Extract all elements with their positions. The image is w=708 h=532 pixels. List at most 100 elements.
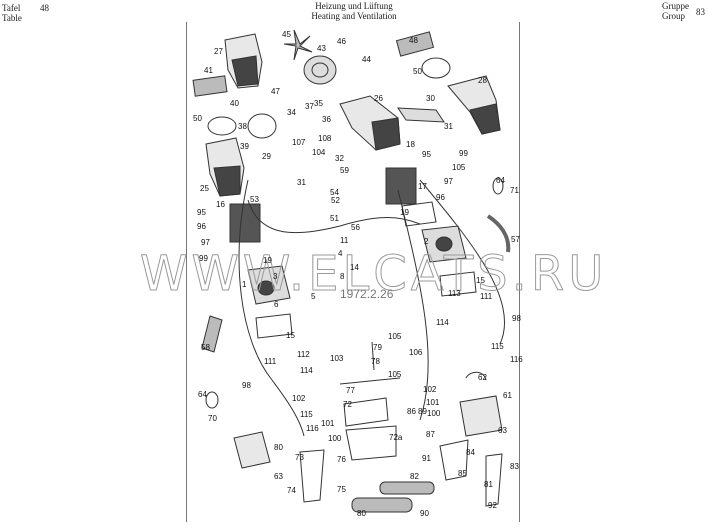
part-number-label: 19: [400, 208, 409, 217]
clip-62: [465, 371, 487, 381]
motor-43: [303, 55, 337, 85]
part-number-label: 99: [459, 149, 468, 158]
part-number-label: 100: [328, 434, 342, 443]
lever-77: [339, 377, 401, 385]
part-number-label: 59: [340, 166, 349, 175]
part-number-label: 4: [338, 249, 343, 258]
part-number-label: 74: [287, 486, 296, 495]
part-number-label: 82: [410, 472, 419, 481]
part-number-label: 11: [340, 236, 349, 245]
part-number-label: 5: [311, 292, 316, 301]
part-number-label: 28: [478, 76, 487, 85]
part-number-label: 98: [512, 314, 521, 323]
part-number-label: 72a: [389, 433, 403, 442]
part-number-label: 44: [362, 55, 371, 64]
part-number-label: 63: [498, 426, 507, 435]
part-number-label: 1: [242, 280, 247, 289]
part-number-label: 8: [340, 272, 345, 281]
group-label-en: Group: [662, 11, 685, 21]
part-number-label: 6: [274, 300, 279, 309]
part-number-label: 80: [274, 443, 283, 452]
part-number-label: 114: [300, 366, 313, 375]
part-number-label: 107: [292, 138, 306, 147]
part-number-label: 97: [201, 238, 210, 247]
part-number-label: 47: [271, 87, 280, 96]
clamp-64-left: [205, 391, 219, 409]
part-number-label: 3: [273, 272, 278, 281]
duct-80-upper: [233, 431, 271, 469]
ring-50-right: [421, 57, 451, 79]
part-number-label: 115: [300, 410, 313, 419]
part-number-label: 102: [292, 394, 306, 403]
part-number-label: 78: [371, 357, 380, 366]
control-cable-right: [419, 179, 505, 345]
part-number-label: 90: [420, 509, 429, 518]
part-number-label: 2: [424, 237, 429, 246]
part-number-label: 105: [388, 370, 402, 379]
part-number-label: 76: [337, 455, 346, 464]
part-number-label: 81: [484, 480, 493, 489]
part-number-label: 53: [250, 195, 259, 204]
part-number-label: 75: [337, 485, 346, 494]
table-number: 48: [40, 3, 49, 13]
blower-outlet-26: [371, 117, 401, 151]
part-number-label: 19: [263, 256, 272, 265]
grille-48: [395, 31, 435, 57]
group-label-de: Gruppe: [662, 1, 689, 11]
part-number-label: 114: [436, 318, 449, 327]
clamp-64-right: [492, 177, 504, 195]
part-number-label: 96: [436, 193, 445, 202]
part-number-label: 101: [426, 398, 440, 407]
part-number-label: 39: [240, 142, 249, 151]
page-title: Heizung und Lüftung Heating and Ventilat…: [0, 1, 708, 21]
group-label: Gruppe Group 83: [662, 1, 705, 21]
diagram-linework: [192, 29, 511, 513]
table-label-de: Tafel: [2, 3, 21, 13]
part-number-label: 103: [330, 354, 344, 363]
part-number-label: 64: [496, 176, 505, 185]
part-number-label: 105: [452, 163, 466, 172]
bracket-72a: [345, 425, 397, 461]
part-number-label: 116: [306, 424, 319, 433]
table-label: Tafel Table 48: [2, 3, 49, 23]
part-number-label: 85: [458, 469, 467, 478]
hose-58: [201, 315, 223, 353]
part-number-label: 51: [330, 214, 339, 223]
bracket-38: [247, 113, 277, 139]
part-number-label: 92: [488, 501, 497, 510]
heater-box-1-port: [257, 280, 275, 296]
blower-outlet-27: [231, 55, 259, 87]
part-number-label: 115: [491, 342, 504, 351]
part-number-label: 54: [330, 188, 339, 197]
part-number-label: 41: [204, 66, 213, 75]
part-number-label: 116: [510, 355, 523, 364]
page-title-en: Heating and Ventilation: [311, 11, 397, 21]
part-number-label: 16: [216, 200, 225, 209]
part-number-label: 46: [337, 37, 346, 46]
table-label-en: Table: [2, 13, 22, 23]
group-number: 83: [696, 7, 705, 17]
bracket-83: [485, 453, 503, 507]
part-number-label: 73: [295, 453, 304, 462]
ring-50-left: [207, 116, 237, 136]
part-number-label: 77: [346, 386, 355, 395]
part-number-label: 61: [503, 391, 512, 400]
part-number-label: 106: [409, 348, 423, 357]
bracket-72: [343, 397, 389, 427]
part-number-label: 38: [238, 122, 247, 131]
part-number-label: 87: [426, 430, 435, 439]
watermark-center-mark: 1972.2.26: [340, 287, 394, 301]
part-number-label: 108: [318, 134, 332, 143]
part-number-label: 29: [262, 152, 271, 161]
part-number-label: 112: [297, 350, 310, 359]
part-number-label: 80: [357, 509, 366, 518]
part-number-label: 18: [406, 140, 415, 149]
part-number-label: 26: [374, 94, 383, 103]
part-number-label: 43: [317, 44, 326, 53]
part-number-label: 48: [409, 36, 418, 45]
part-number-label: 15: [286, 331, 295, 340]
motor-43-face: [311, 62, 329, 78]
part-number-label: 91: [422, 454, 431, 463]
part-number-label: 70: [208, 414, 217, 423]
